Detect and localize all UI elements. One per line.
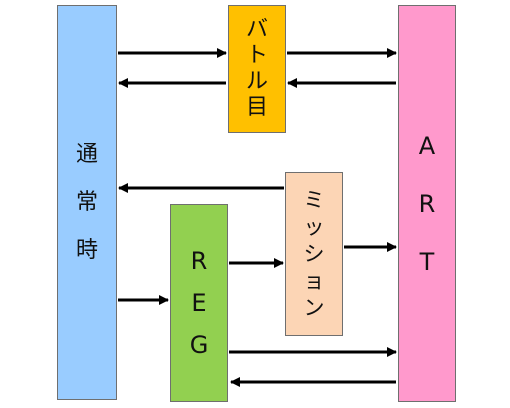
label-char: E	[191, 289, 207, 317]
node-battle-label: バトル目	[246, 19, 268, 119]
node-battle: バトル目	[228, 5, 286, 133]
label-char: R	[190, 247, 208, 275]
label-char: T	[419, 247, 435, 276]
label-char: G	[189, 331, 209, 359]
label-char: ト	[245, 43, 268, 68]
label-char: ル	[245, 69, 268, 94]
node-normal-label: 通常時	[75, 141, 98, 263]
label-char: バ	[245, 17, 268, 42]
node-mission-label: ミッション	[303, 187, 325, 320]
node-mission: ミッション	[285, 172, 343, 336]
label-char: R	[418, 189, 436, 218]
node-normal: 通常時	[57, 5, 117, 400]
label-char: A	[418, 131, 436, 160]
label-char: ッ	[303, 214, 325, 239]
label-char: 通	[75, 141, 98, 167]
label-char: ョ	[303, 268, 325, 293]
label-char: シ	[303, 241, 325, 266]
label-char: 常	[75, 189, 98, 215]
label-char: 目	[245, 95, 268, 120]
label-char: ン	[303, 295, 325, 320]
label-char: ミ	[303, 187, 325, 212]
label-char: 時	[75, 237, 98, 263]
